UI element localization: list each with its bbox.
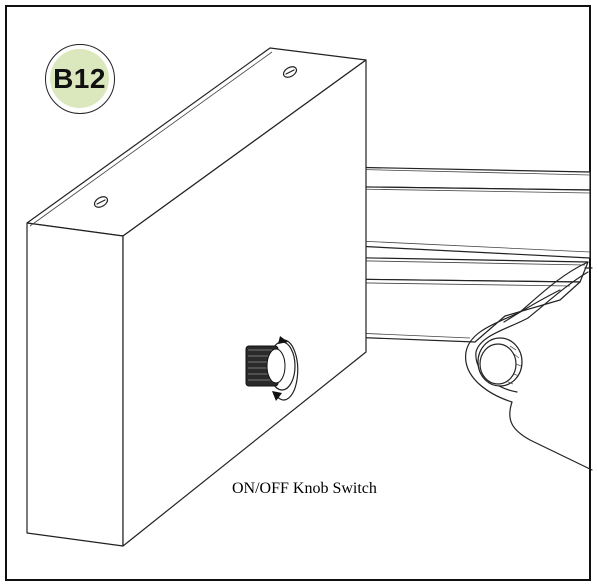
step-badge-fill: B12 [50, 49, 109, 108]
upper-rail [295, 166, 591, 259]
step-badge: B12 [45, 44, 115, 114]
screw-hole-bottom [93, 196, 109, 208]
screw-hole-top [282, 66, 298, 78]
circular-arrow-icon [272, 336, 299, 401]
step-badge-label: B12 [53, 62, 106, 94]
knob-switch-caption: ON/OFF Knob Switch [232, 480, 377, 497]
diagram-frame [5, 5, 591, 581]
roller [477, 337, 523, 387]
mounting-plate [26, 47, 367, 547]
knob-switch [245, 341, 296, 391]
